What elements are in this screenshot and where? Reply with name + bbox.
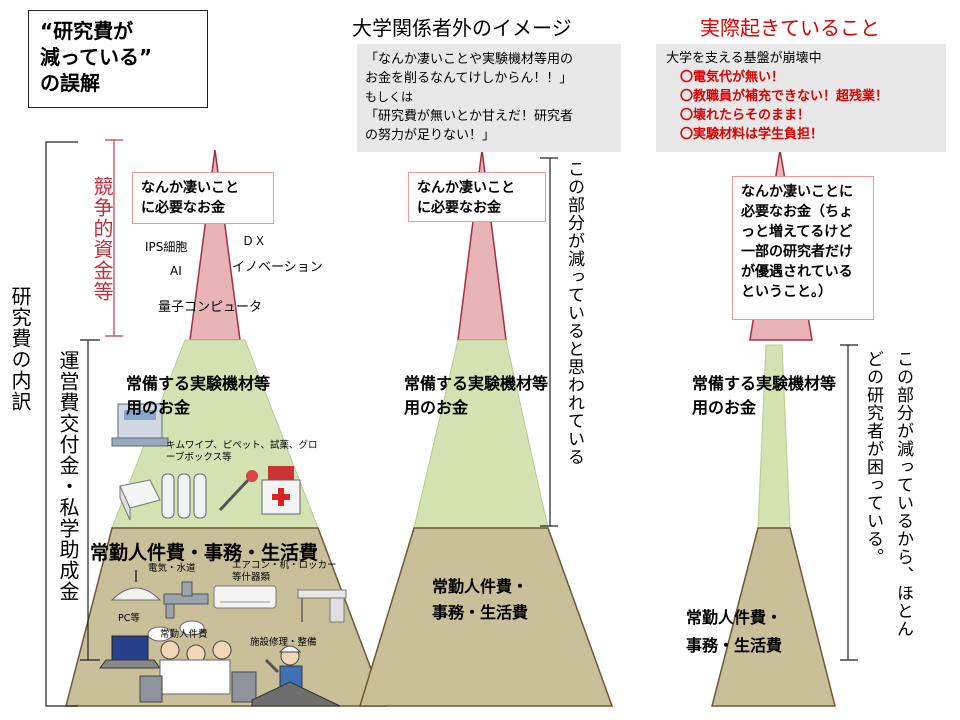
right-spike-label: なんか凄いことに必要なお金（ちょっと増えてるけど一部の研究者だけが優遇されている… xyxy=(732,176,874,320)
breakdown-label: 研究費の内訳 xyxy=(8,286,32,412)
title-box xyxy=(28,10,208,108)
left-personnel-label: 常勤人件費・事務・生活費 xyxy=(90,542,319,564)
middle-spike-label-line-2: に必要なお金 xyxy=(417,200,501,216)
buzzword-quantum: 量子コンピュータ xyxy=(158,300,263,315)
middle-spike-label: なんか凄いこと に必要なお金 xyxy=(408,172,546,222)
buzzword-innovation: イノベーション xyxy=(232,260,323,275)
outside-quotes-box: 「なんか凄いことや実験機材等用の お金を削るなんてけしからん！！」 もしくは 「… xyxy=(357,44,621,152)
right-personnel-base xyxy=(711,527,836,707)
quote-line-1: 「なんか凄いことや実験機材等用の xyxy=(365,52,574,67)
pc-label: PC等 xyxy=(118,613,140,624)
lab-equipment-stack-icon xyxy=(139,671,257,703)
actual-line-1: 大学を支える基盤が崩壊中 xyxy=(666,51,822,66)
quote-line-5: の努力が足りない！」 xyxy=(365,128,496,143)
actual-item-1: 〇電気代が無い！ xyxy=(680,70,785,85)
first-aid-kit-icon xyxy=(261,466,301,515)
competitive-funds-label: 競争的資金等 xyxy=(90,176,114,302)
actual-item-4: 〇実験材料は学生負担！ xyxy=(680,127,824,142)
staff-label: 常勤人件費 xyxy=(160,629,208,640)
buzzword-ai: AI xyxy=(170,264,182,278)
middle-equipment-area xyxy=(413,339,549,529)
quote-line-4: 「研究費が無いとか甘えだ！研究者 xyxy=(365,109,574,124)
water-faucet-icon xyxy=(163,581,209,619)
desk-icon xyxy=(297,589,347,623)
laptop-icon xyxy=(99,635,161,669)
middle-equipment-label: 常備する実験機材等用のお金 xyxy=(404,374,549,417)
air-conditioner-icon xyxy=(213,585,277,609)
repair-label: 施設修理・整備 xyxy=(250,637,317,648)
right-equipment-label: 常備する実験機材等用のお金 xyxy=(692,374,837,417)
buzzword-dx: ＤＸ xyxy=(242,234,267,248)
lab-machine-icon xyxy=(111,403,169,447)
middle-annotation: この部分が減っていると思われている xyxy=(564,160,584,466)
actual-item-3: 〇壊れたらそのまま！ xyxy=(680,108,811,123)
middle-spike-label-line-1: なんか凄いこと xyxy=(417,180,515,196)
actual-situation-box: 大学を支える基盤が崩壊中 〇電気代が無い！ 〇教職員が補充できない！超残業！ 〇… xyxy=(656,44,946,152)
tissue-box-icon xyxy=(119,479,161,521)
quote-line-3: もしくは xyxy=(365,90,414,104)
outside-image-header: 大学関係者外のイメージ xyxy=(352,16,572,40)
left-spike-label: なんか凄いこと に必要なお金 xyxy=(132,172,274,224)
actual-header: 実際起きていること xyxy=(700,16,880,40)
quote-line-2: お金を削るなんてけしからん！！」 xyxy=(365,71,573,86)
breakdown-bracket xyxy=(45,141,78,707)
middle-personnel-base xyxy=(358,527,614,707)
researchers-icon xyxy=(147,620,232,695)
ceiling-lamp-icon xyxy=(110,570,162,601)
page-title: “研究費が 減っている” の誤解 xyxy=(40,19,153,95)
actual-item-2: 〇教職員が補充できない！超残業！ xyxy=(680,89,889,104)
roof-icon xyxy=(251,681,341,707)
left-equipment-label: 常備する実験機材等用のお金 xyxy=(126,374,271,417)
buzzword-ips: IPS細胞 xyxy=(145,240,188,254)
pipette-icon xyxy=(218,470,258,512)
right-annotation: この部分が減っているから、ほとんどの研究者が困っている。 xyxy=(863,350,913,638)
consumables-label: キムワイプ、ピペット、試薬、グローブボックス等 xyxy=(166,440,318,463)
left-spike-label-line-1: なんか凄いこと xyxy=(141,180,239,196)
test-tubes-icon xyxy=(161,473,207,519)
utilities-label: 電気・水道 xyxy=(148,563,196,574)
right-personnel-label: 常勤人件費・ 事務・生活費 xyxy=(686,608,783,655)
middle-personnel-label: 常勤人件費・ 事務・生活費 xyxy=(432,577,529,622)
furniture-label: エアコン・机・ロッカー等什器類 xyxy=(232,560,337,583)
operational-grant-label: 運営費交付金・私学助成金 xyxy=(56,350,80,602)
left-spike-label-line-2: に必要なお金 xyxy=(141,200,225,216)
